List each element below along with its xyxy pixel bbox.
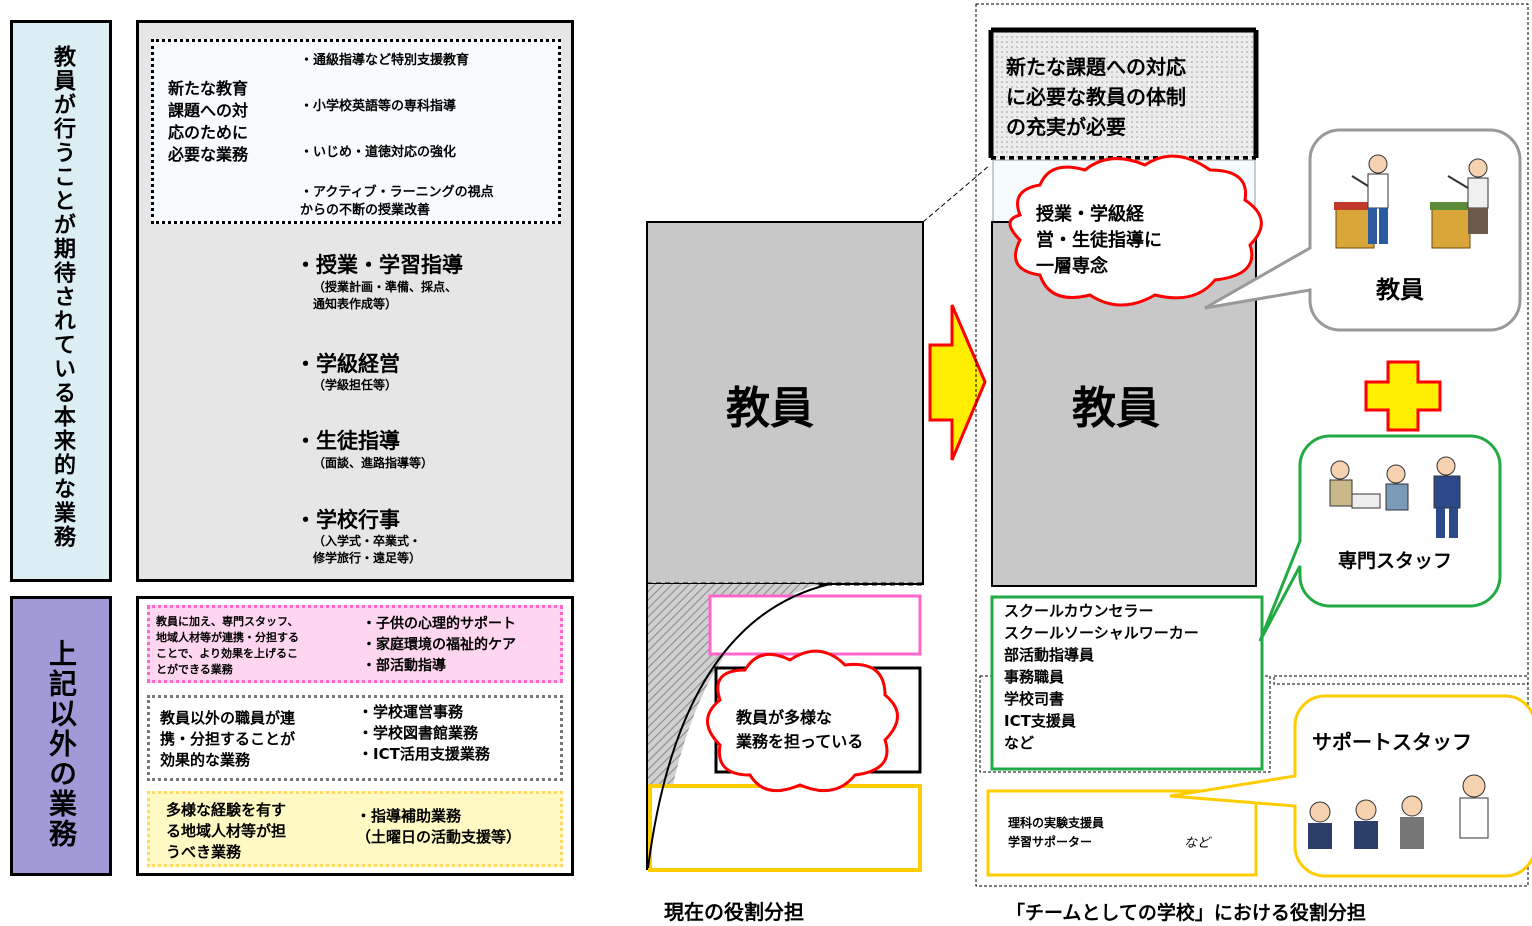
core-task-sub-2: （学級担任等） [313,378,398,392]
support-list-box [986,789,1258,877]
future-caption: 「チームとしての学校」における役割分担 [1006,902,1366,924]
core-task-title-1: ・授業・学習指導 [295,253,463,277]
community-tasks-items: ・指導補助業務 （土曜日の活動支援等） [356,807,522,846]
collab-tasks-desc: 教員に加え、専門スタッフ、 地域人材等が連携・分担する ことで、より効果を上げる… [156,615,299,676]
core-task-title-3: ・生徒指導 [295,429,400,453]
current-pink-box [708,594,922,656]
future-teacher-label: 教員 [1072,383,1160,434]
collab-tasks-box: 教員に加え、専門スタッフ、 地域人材等が連携・分担する ことで、より効果を上げる… [147,605,563,683]
core-task-title-2: ・学級経営 [295,352,400,376]
new-task-item-3: ・いじめ・道徳対応の強化 [300,145,457,160]
plus-icon [1364,360,1442,432]
current-hatched-area [647,584,820,870]
label-other-tasks: 上記以外の業務 [10,596,112,876]
current-teacher-block [646,221,924,585]
label-core-tasks-text: 教員が行うことが期待されている本来的な業務 [50,45,75,549]
support-figures-icon [1308,774,1489,849]
new-tasks-heading: 新たな教育 課題への対 応のために 必要な業務 [168,79,249,164]
specialist-bubble [1258,434,1502,642]
current-cloud [706,649,899,793]
core-task-sub-3: （面談、進路指導等） [313,456,434,470]
current-cloud-text: 教員が多様な 業務を担っている [736,708,864,751]
teacher-figures-icon [1334,154,1489,249]
support-etc-text: など [1184,836,1211,851]
future-outer-frame [975,3,1529,887]
collab-tasks-items: ・子供の心理的サポート ・家庭環境の福祉的ケア ・部活動指導 [362,616,516,674]
staff-list-text: スクールカウンセラー スクールソーシャルワーカー 部活動指導員 事務職員 学校司… [1004,602,1199,752]
staff-tasks-desc: 教員以外の職員が連 携・分担することが 効果的な業務 [160,709,296,769]
support-bubble-label: サポートスタッフ [1312,730,1472,754]
specialist-figures-icon [1329,456,1461,538]
support-dashed-frame [1273,675,1529,685]
arrow [928,304,987,461]
current-teacher-label: 教員 [726,383,814,434]
staff-tasks-box: 教員以外の職員が連 携・分担することが 効果的な業務 ・学校運営事務 ・学校図書… [147,695,563,781]
future-cloud-text: 授業・学級経 営・生徒指導に 一層専念 [1036,204,1162,277]
current-curve [647,583,831,869]
new-task-item-1: ・通級指導など特別支援教育 [300,53,470,68]
new-task-item-4: ・アクティブ・ラーニングの視点 からの不断の授業改善 [300,185,494,218]
staff-list-box [990,595,1264,771]
current-caption: 現在の役割分担 [664,900,804,924]
support-list-text: 理科の実験支援員 学習サポーター [1008,816,1105,849]
core-task-sub-4: （入学式・卒業式・ 修学旅行・遠足等） [313,534,422,565]
future-top-text: 新たな課題への対応 に必要な教員の体制 の充実が必要 [1006,55,1186,139]
connector-line [922,164,991,223]
label-other-tasks-text: 上記以外の業務 [45,639,78,849]
teacher-bubble-label: 教員 [1376,276,1424,304]
community-tasks-desc: 多様な経験を有す る地域人材等が担 うべき業務 [166,801,287,861]
new-tasks-box: 新たな教育 課題への対 応のために 必要な業務 ・通級指導など特別支援教育 ・小… [151,39,561,224]
core-task-sub-1: （授業計画・準備、採点、 通知表作成等） [313,280,458,311]
specialist-bubble-label: 専門スタッフ [1338,550,1453,572]
core-task-title-4: ・学校行事 [295,508,400,532]
community-tasks-box: 多様な経験を有す る地域人材等が担 うべき業務 ・指導補助業務 （土曜日の活動支… [147,791,563,867]
current-yellow-box [648,784,922,872]
other-tasks-box: 教員に加え、専門スタッフ、 地域人材等が連携・分担する ことで、より効果を上げる… [136,596,574,876]
staff-tasks-items: ・学校運営事務 ・学校図書館業務 ・ICT活用支援業務 [358,703,490,763]
future-cloud [1008,154,1263,307]
future-top-block [991,30,1256,158]
core-tasks-box: 新たな教育 課題への対 応のために 必要な業務 ・通級指導など特別支援教育 ・小… [136,20,574,582]
label-core-tasks: 教員が行うことが期待されている本来的な業務 [10,20,112,582]
new-task-item-2: ・小学校英語等の専科指導 [300,99,457,114]
